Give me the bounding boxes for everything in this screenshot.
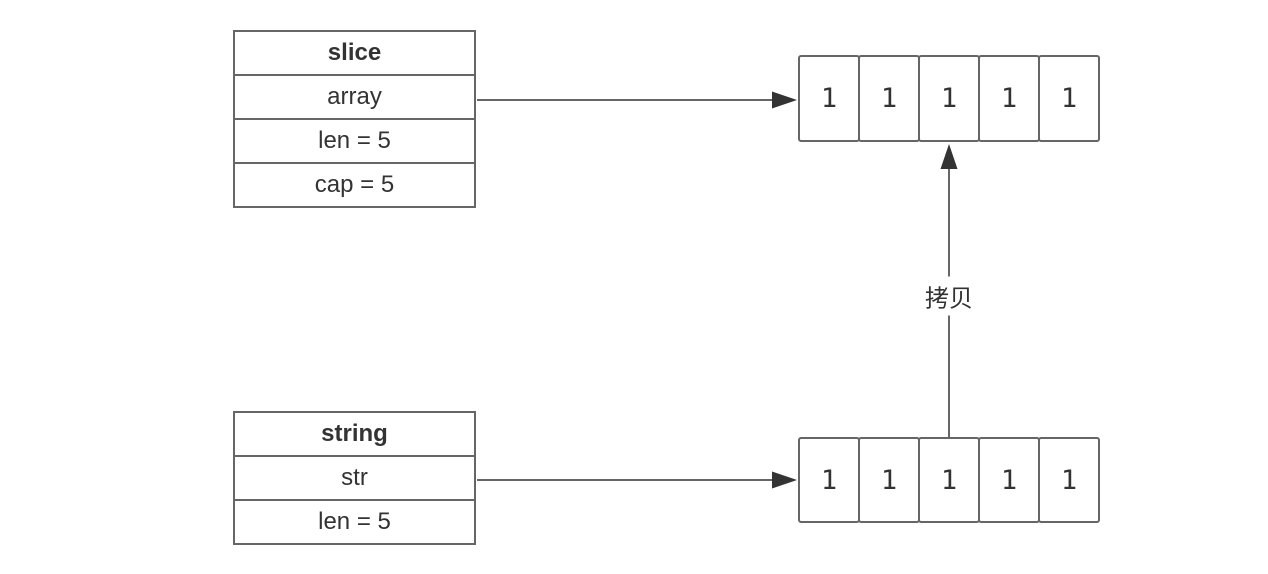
array-cell: 1	[858, 437, 920, 523]
arrow-slice-to-array	[477, 91, 797, 109]
slice-field-array: array	[235, 74, 474, 118]
array-cell: 1	[858, 55, 920, 142]
slice-struct-box: slice array len = 5 cap = 5	[233, 30, 476, 208]
string-struct-box: string str len = 5	[233, 411, 476, 545]
string-field-len: len = 5	[235, 499, 474, 543]
string-field-str: str	[235, 455, 474, 499]
string-struct-title: string	[235, 413, 474, 455]
bottom-array: 1 1 1 1 1	[798, 437, 1100, 523]
copy-arrow-label: 拷贝	[920, 276, 978, 316]
slice-field-len: len = 5	[235, 118, 474, 162]
array-cell: 1	[1038, 55, 1100, 142]
slice-field-cap: cap = 5	[235, 162, 474, 206]
array-cell: 1	[918, 437, 980, 523]
slice-struct-title: slice	[235, 32, 474, 74]
arrow-string-to-array	[477, 471, 797, 489]
array-cell: 1	[1038, 437, 1100, 523]
array-cell: 1	[978, 437, 1040, 523]
array-cell: 1	[798, 437, 860, 523]
top-array: 1 1 1 1 1	[798, 55, 1100, 142]
array-cell: 1	[918, 55, 980, 142]
array-cell: 1	[798, 55, 860, 142]
array-cell: 1	[978, 55, 1040, 142]
